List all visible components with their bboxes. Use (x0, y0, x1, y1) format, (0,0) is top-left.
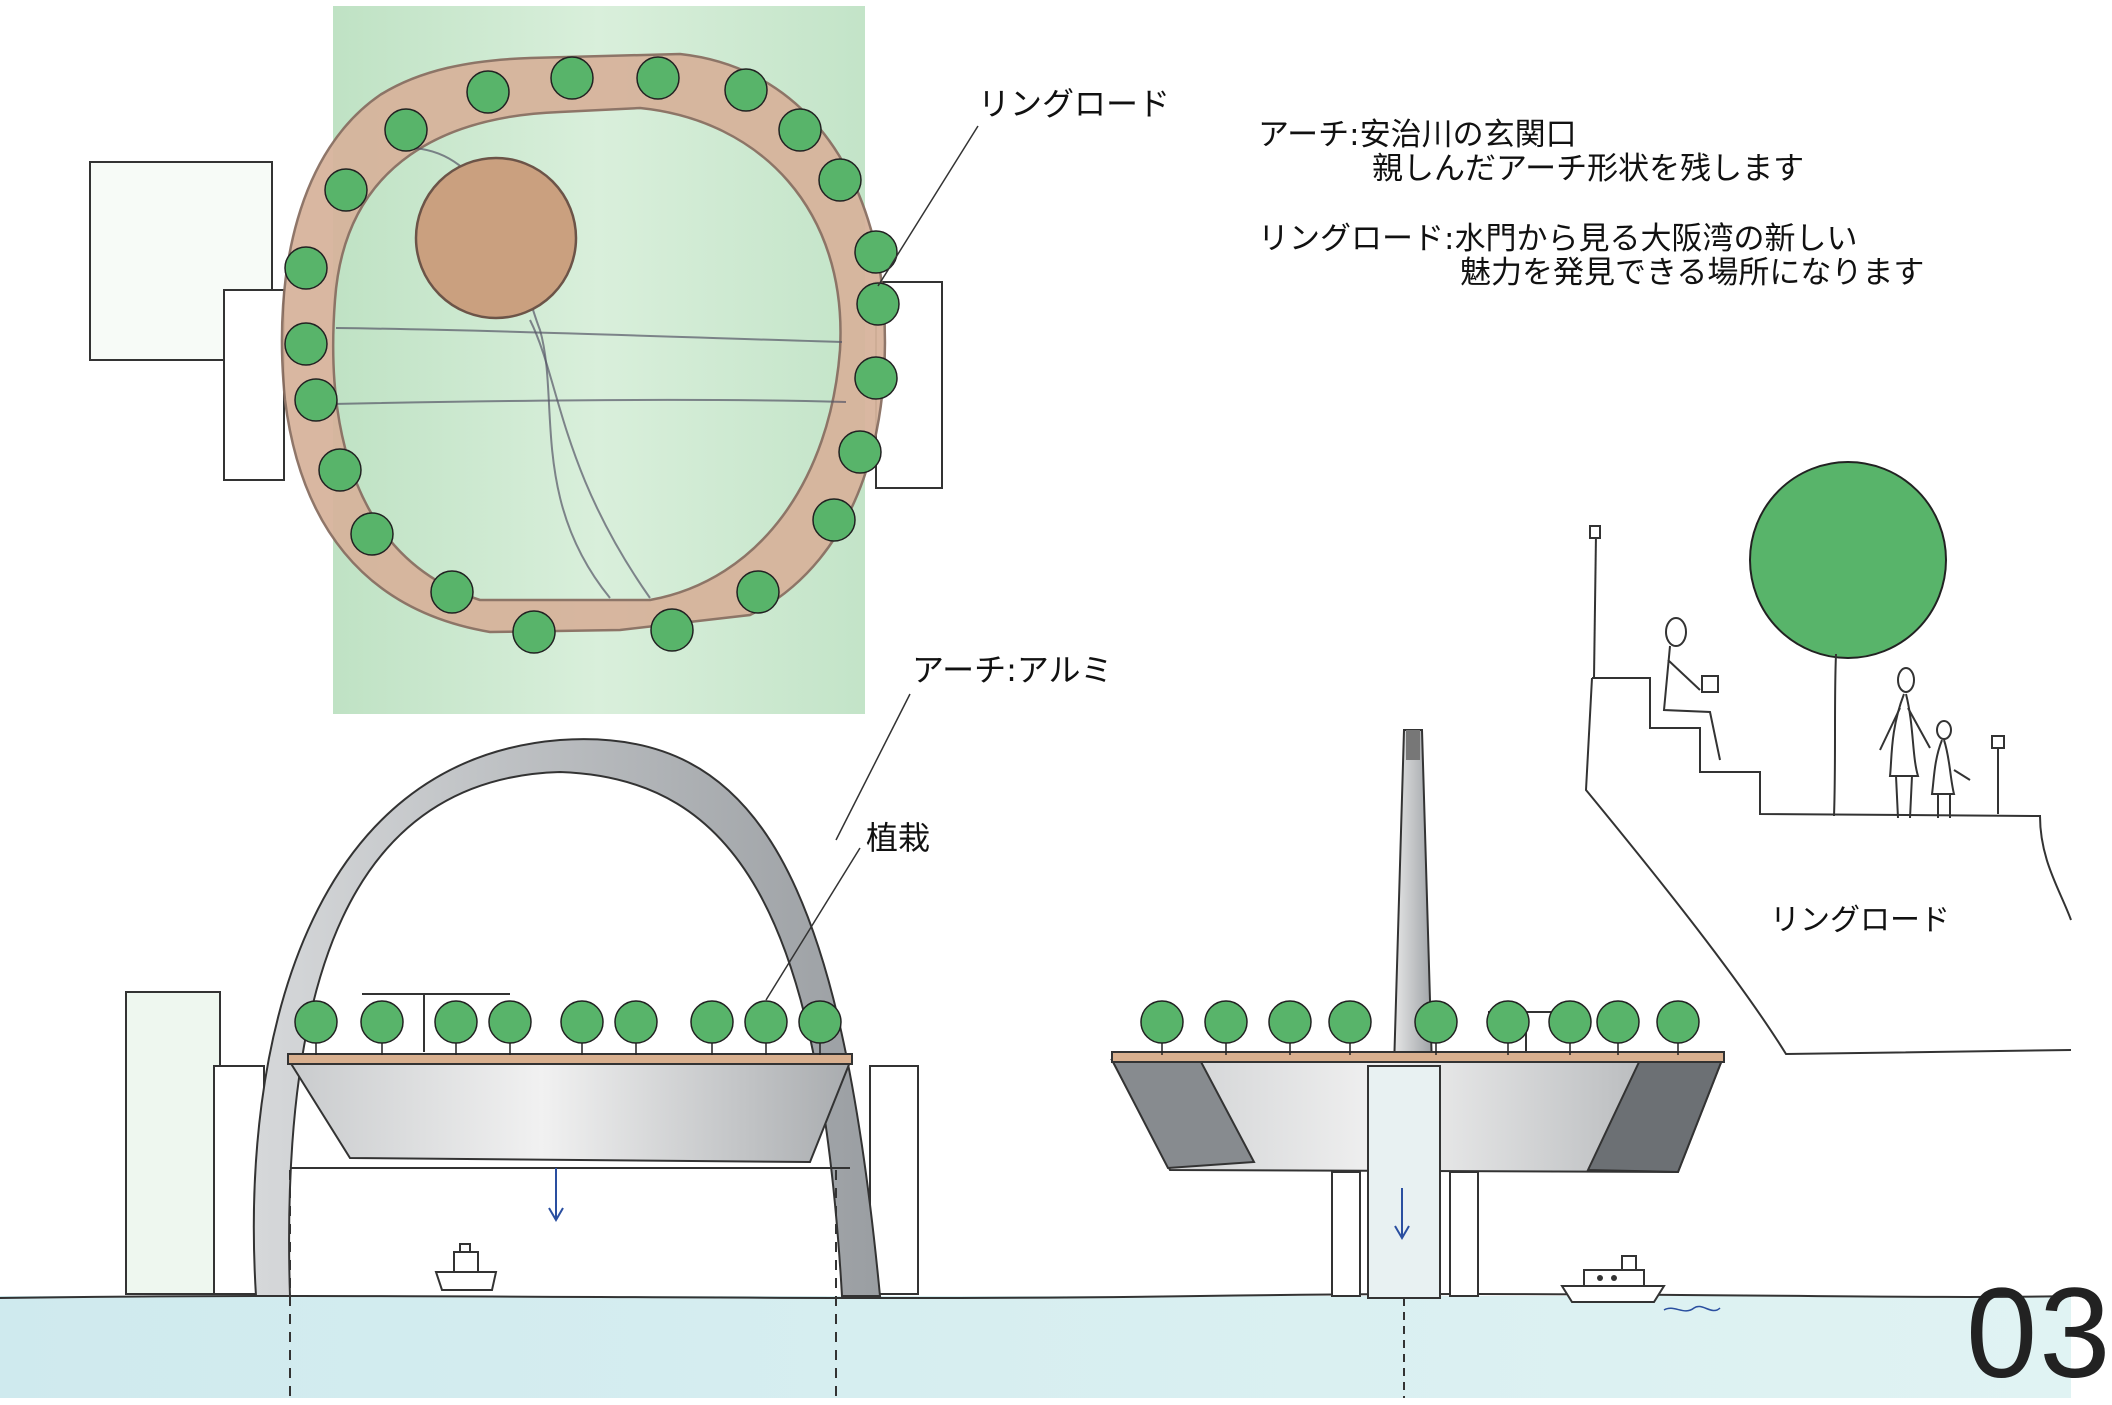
tree-icon (1548, 1000, 1592, 1055)
desc-ring-title: リングロード:水門から見る大阪湾の新しい (1258, 221, 1858, 257)
plan-trees (284, 56, 900, 654)
plan-path-2 (331, 398, 847, 405)
tree-icon (812, 498, 856, 542)
lamp-icon (1589, 525, 1601, 679)
desc-arch-detail: 親しんだアーチ形状を残します (1372, 151, 1805, 187)
deck-left-body (288, 1061, 852, 1164)
tower-shaft (1367, 1065, 1441, 1299)
tree-icon (1328, 1000, 1372, 1055)
tree-icon (854, 230, 898, 274)
tree-icon (1596, 1000, 1640, 1055)
tree-icon (550, 56, 594, 100)
tree-icon (614, 1000, 658, 1055)
tree-icon (434, 1000, 478, 1055)
section-middle-trees (1140, 1000, 1700, 1055)
tree-icon (1486, 1000, 1530, 1055)
plan-ring-road (280, 52, 887, 634)
tree-icon (294, 1000, 338, 1055)
desc-arch-title: アーチ:安治川の玄関口 (1258, 117, 1577, 153)
drawing-canvas (0, 6, 2072, 1398)
tree-icon (636, 56, 680, 100)
tree-icon (488, 1000, 532, 1055)
tree-icon (350, 512, 394, 556)
label-plan-ring-road: リングロード (978, 85, 1171, 123)
tree-icon (284, 246, 328, 290)
tree-icon (1656, 1000, 1700, 1055)
tree-icon (838, 430, 882, 474)
tree-icon (318, 448, 362, 492)
tree-icon (384, 108, 428, 152)
tree-icon (856, 282, 900, 326)
tree-icon (284, 322, 328, 366)
tree-icon (1749, 461, 1947, 817)
section-right (1584, 461, 2072, 1056)
plan-building-left-annex (223, 289, 285, 481)
tree-icon (560, 1000, 604, 1055)
water-surface (0, 1296, 2071, 1398)
leader-planting (765, 847, 861, 1001)
water-line (0, 1293, 2072, 1299)
plan-path-4 (529, 319, 651, 599)
plan-view (89, 6, 943, 714)
aluminum-arch (252, 738, 882, 1297)
boat-icon (434, 1243, 498, 1291)
tree-icon (1204, 1000, 1248, 1055)
deck-middle-planting-strip (1111, 1051, 1725, 1063)
ring-road-slope (1584, 677, 2072, 1056)
ring-road-profile (1592, 677, 2072, 921)
deck-left-sign (362, 993, 510, 1052)
tree-icon (798, 1000, 842, 1055)
person-icon (1930, 720, 1971, 818)
lamp-icon (1991, 735, 2005, 814)
tree-icon (690, 1000, 734, 1055)
tree-icon (324, 168, 368, 212)
tree-icon (1140, 1000, 1184, 1055)
plan-path-1 (335, 327, 843, 343)
tree-icon (360, 1000, 404, 1055)
tree-icon (294, 378, 338, 422)
support-right (1449, 1171, 1479, 1297)
label-planting: 植栽 (866, 819, 931, 857)
tree-icon (744, 1000, 788, 1055)
plan-plaza-circle (414, 156, 578, 320)
support-left (1331, 1171, 1361, 1297)
person-icon (1662, 617, 1721, 761)
tree-icon (466, 70, 510, 114)
tree-icon (724, 68, 768, 112)
tower-cap (1406, 730, 1420, 760)
desc-ring-detail: 魅力を発見できる場所になります (1460, 255, 1925, 291)
section-left (125, 738, 919, 1398)
tree-icon (818, 158, 862, 202)
arrow-down-icon (1394, 1188, 1410, 1240)
label-arch-aluminum: アーチ:アルミ (912, 651, 1113, 689)
tree-icon (778, 108, 822, 152)
tree-icon (1414, 1000, 1458, 1055)
section-left-building (125, 991, 221, 1295)
tree-icon (512, 610, 556, 654)
leader-ring-road (877, 125, 979, 287)
tree-icon (1268, 1000, 1312, 1055)
leader-arch (835, 693, 911, 841)
tree-icon (430, 570, 474, 614)
tree-icon (650, 608, 694, 652)
deck-left-planting-strip (287, 1053, 853, 1065)
arrow-down-icon (548, 1168, 564, 1222)
boat-wake (1663, 1305, 1721, 1312)
boat-icon (1560, 1255, 1666, 1303)
page-number: 03 (1966, 1262, 2112, 1405)
section-right-building (869, 1065, 919, 1295)
section-middle (1110, 729, 1725, 1398)
label-right-ring-road: リングロード (1770, 903, 1950, 938)
person-icon (1879, 667, 1931, 819)
tree-icon (736, 570, 780, 614)
section-left-trees (294, 1000, 842, 1055)
tree-icon (854, 356, 898, 400)
